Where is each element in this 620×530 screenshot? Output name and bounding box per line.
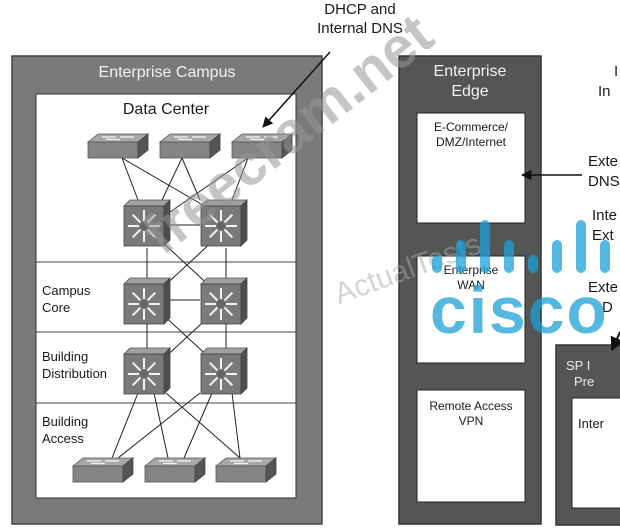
dhcp-internal-dns-callout: DHCP and Internal DNS — [290, 0, 430, 38]
dc-access-switch — [158, 133, 222, 159]
ecommerce-module-label: E-Commerce/ DMZ/Internet — [417, 120, 525, 150]
building-access-label: Building Access — [42, 413, 88, 447]
callout-line: DNS — [588, 173, 620, 190]
dc-multilayer-switch — [200, 199, 248, 247]
module-label-line: WAN — [457, 278, 485, 292]
sp-title: SP I Pre — [566, 358, 594, 390]
data-center-label: Data Center — [122, 101, 210, 118]
callout-line: Inte — [592, 207, 618, 224]
layer-label-line: Core — [42, 300, 71, 315]
core-multilayer-switch — [123, 277, 171, 325]
callout-line: Internal DNS — [317, 20, 403, 37]
callout-line: Exte — [588, 153, 619, 170]
sp-inner-label: Inter — [578, 416, 605, 431]
campus-links — [111, 157, 249, 459]
distribution-multilayer-switch — [123, 347, 171, 395]
campus-core-label: Campus Core — [42, 282, 90, 316]
title-line: Pre — [574, 374, 595, 389]
callout-line: Exte — [588, 279, 619, 296]
external-dns-callout: Exte DNS — [588, 152, 620, 192]
layer-label-line: Building — [42, 414, 89, 429]
sp-frame — [555, 344, 620, 526]
module-label-line: Remote Access — [429, 399, 513, 413]
core-multilayer-switch — [200, 277, 248, 325]
distribution-multilayer-switch — [200, 347, 248, 395]
layer-label-line: Campus — [42, 283, 91, 298]
module-label-line: DMZ/Internet — [435, 135, 507, 149]
enterprise-edge-frame — [398, 55, 542, 525]
vpn-module-label: Remote Access VPN — [417, 399, 525, 429]
callout-line: I — [614, 63, 619, 80]
access-switch — [143, 457, 207, 483]
title-line: SP I — [566, 358, 591, 373]
callout-line: Ext — [592, 227, 614, 244]
callout-line: D — [602, 299, 613, 316]
title-line: Edge — [451, 83, 489, 100]
sp-arrow — [610, 331, 620, 352]
callout-line: DHCP and — [324, 1, 396, 18]
enterprise-edge-title: Enterprise Edge — [399, 62, 541, 102]
dc-access-switch — [230, 133, 294, 159]
module-label-line: VPN — [458, 414, 484, 428]
module-label-line: E-Commerce/ — [433, 120, 508, 134]
layer-label-line: Access — [42, 431, 84, 446]
access-switch — [214, 457, 278, 483]
access-switch — [71, 457, 135, 483]
right-top-callout: I In — [598, 62, 618, 102]
enterprise-campus-title: Enterprise Campus — [98, 64, 236, 81]
dhcp-arrow — [262, 51, 331, 128]
internal-external-callout: Inte Ext — [592, 206, 617, 246]
layer-label-line: Building — [42, 349, 89, 364]
cisco-watermark-text: cisco — [430, 273, 609, 347]
layer-label-line: Distribution — [42, 366, 108, 381]
dc-access-switch — [86, 133, 150, 159]
callout-line: In — [598, 83, 611, 100]
external-d-callout: Exte D — [588, 278, 618, 318]
building-distribution-label: Building Distribution — [42, 348, 107, 382]
dc-multilayer-switch — [123, 199, 171, 247]
title-line: Enterprise — [433, 63, 507, 80]
